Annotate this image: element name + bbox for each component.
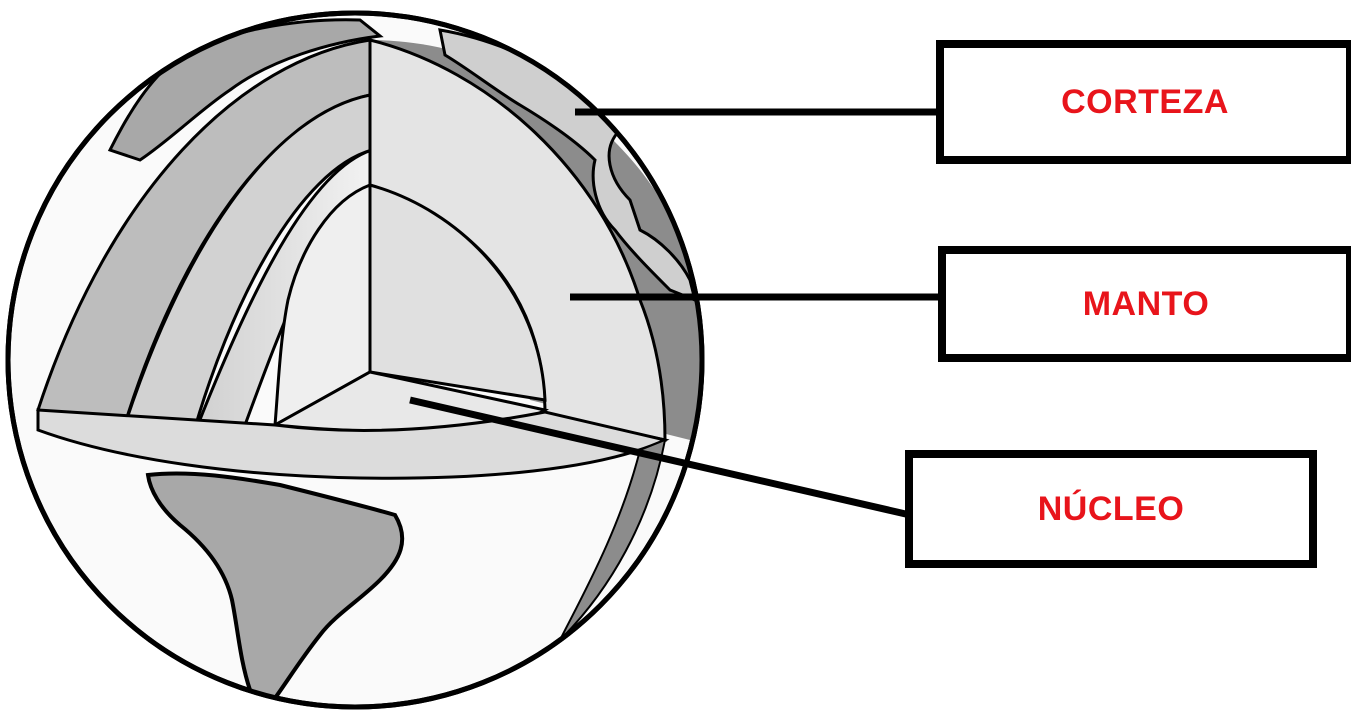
globe [8,13,703,707]
label-box-mantle: MANTO [938,246,1351,362]
label-mantle: MANTO [1083,285,1210,324]
label-crust: CORTEZA [1061,83,1229,122]
label-box-crust: CORTEZA [936,40,1351,164]
label-core: NÚCLEO [1038,490,1185,529]
label-box-core: NÚCLEO [905,450,1317,568]
